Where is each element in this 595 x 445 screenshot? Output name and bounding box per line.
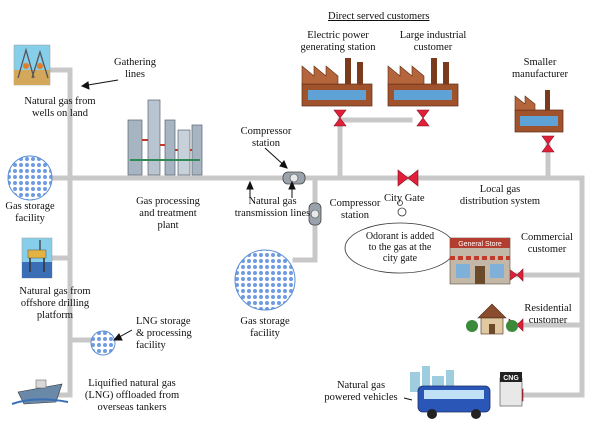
offshore-platform-image [21, 237, 53, 279]
lng-label: Liquified natural gas (LNG) offloaded fr… [84, 378, 180, 413]
valve-icon-electric [333, 109, 347, 127]
valve-icon-industrial [416, 109, 430, 127]
commercial-label: Commercial customer [521, 232, 573, 255]
diagram-title: Direct served customers [328, 11, 430, 22]
compressor-station-2-label: Compressor station [329, 198, 381, 221]
gas-storage-2-label: Gas storage facility [240, 316, 290, 339]
lng-tanker-image [11, 379, 69, 405]
wells-label: Natural gas from wells on land [24, 96, 96, 119]
electric-power-station-image [301, 58, 373, 107]
smaller-manufacturer-label: Smaller manufacturer [512, 57, 568, 80]
electric-power-label: Electric power generating station [300, 30, 376, 53]
large-industrial-customer-image [387, 58, 459, 107]
residential-house-image [466, 303, 518, 335]
gathering-lines-label: Gathering lines [114, 57, 156, 80]
compressor-station-1-label: Compressor station [240, 126, 292, 149]
valve-icon-smaller-mfr [541, 135, 555, 153]
gas-storage-facility-1-icon [7, 155, 53, 201]
cng-sign-text: CNG [503, 375, 519, 382]
city-gate-label: City Gate [384, 193, 425, 204]
gas-well-image [13, 44, 51, 86]
pointer-arrows [80, 79, 413, 401]
odorant-thought-bubble [344, 200, 456, 274]
residential-label: Residential customer [524, 303, 572, 326]
gas-processing-label: Gas processing and treatment plant [136, 196, 200, 231]
valve-icon-commercial [508, 268, 524, 282]
odorant-note: Odorant is added to the gas at the city … [365, 231, 435, 264]
cng-bus-image [417, 385, 491, 419]
vehicle-arrow [403, 397, 413, 401]
local-gas-label: Local gas distribution system [459, 184, 541, 207]
large-industrial-label: Large industrial customer [399, 30, 467, 53]
lng-storage-label: LNG storage & processing facility [136, 316, 192, 351]
gas-storage-1-label: Gas storage facility [5, 201, 55, 224]
compressor-station-2-icon [308, 202, 322, 226]
lng-storage-icon [90, 330, 116, 356]
pipelines [47, 67, 585, 398]
offshore-label: Natural gas from offshore drilling platf… [19, 286, 91, 321]
general-store-image [449, 237, 511, 285]
store-sign-text: General Store [458, 241, 502, 248]
cng-station-image: CNG [499, 372, 523, 407]
processing-plant-image [127, 99, 203, 176]
smaller-manufacturer-image [514, 90, 564, 133]
gas-storage-facility-2-icon [234, 249, 296, 311]
city-gate-valve-icon [397, 169, 419, 187]
vehicles-label: Natural gas powered vehicles [324, 380, 398, 403]
compressor-station-1-icon [282, 171, 306, 185]
transmission-lines-label: Natural gas transmission lines [234, 196, 311, 219]
